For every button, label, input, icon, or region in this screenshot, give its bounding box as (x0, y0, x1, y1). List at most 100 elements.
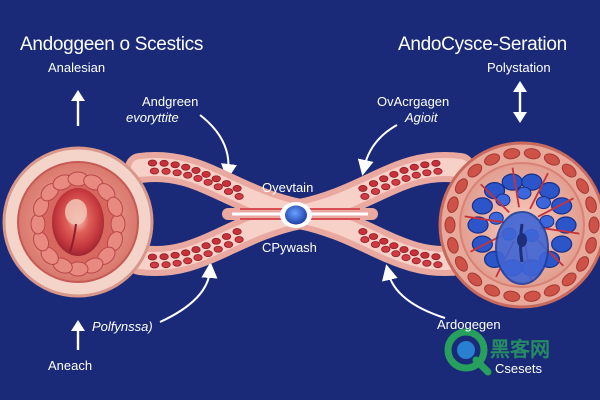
rim-cell (484, 153, 501, 166)
blue-cell (516, 186, 532, 200)
red-blood-cell (181, 163, 191, 171)
blue-cell (555, 216, 577, 234)
red-blood-cell (159, 159, 169, 167)
red-blood-cell (420, 251, 430, 259)
red-blood-cell (234, 193, 244, 200)
rim-cell (444, 216, 456, 234)
red-blood-cell (422, 259, 432, 267)
red-vessel (529, 172, 549, 210)
blue-cell (535, 196, 551, 210)
annotation-center-top: Oyevtain (262, 180, 314, 195)
left-tissue-folds (30, 171, 126, 277)
rim-cell (447, 196, 459, 214)
curved-arrow-lower-right (382, 264, 446, 319)
red-blood-cell (368, 233, 379, 240)
red-blood-cell (433, 167, 443, 175)
red-blood-cells (147, 159, 443, 269)
rim-cell (447, 236, 459, 254)
annotation-lower-left: Polfynssa) (92, 319, 153, 334)
red-blood-cell (409, 163, 419, 171)
rim-cell (467, 163, 483, 178)
red-blood-cell (183, 257, 193, 265)
red-vessel (464, 215, 505, 224)
right-bottom-label: Csesets (495, 361, 542, 376)
red-blood-cell (232, 185, 242, 192)
red-blood-cell (149, 261, 160, 269)
red-blood-cell (360, 236, 370, 243)
rim-cell (484, 284, 501, 297)
red-blood-cell (170, 161, 180, 169)
red-vessel (539, 226, 580, 235)
rim-cell (561, 272, 577, 287)
red-blood-cell (431, 253, 441, 261)
red-blood-cell (183, 171, 193, 179)
rim-cell (523, 148, 541, 160)
red-blood-cell (213, 183, 223, 191)
red-blood-cell (201, 170, 211, 178)
rim-cell (503, 148, 521, 160)
annotation-upper-left-2: evoryttite (126, 110, 179, 125)
red-blood-cell (370, 188, 381, 195)
red-blood-cell (221, 180, 232, 187)
red-blood-cell (147, 159, 158, 167)
curved-arrow-upper-right (357, 124, 398, 176)
red-blood-cell (232, 228, 242, 235)
red-blood-cell (161, 261, 171, 269)
red-blood-cell (172, 259, 182, 267)
red-blood-cell (211, 175, 221, 183)
red-blood-cell (191, 246, 201, 253)
red-blood-cell (381, 183, 391, 191)
annotation-upper-right-1: OvAcrgagen (377, 94, 450, 109)
red-blood-cell (358, 185, 368, 192)
red-blood-cell (221, 233, 232, 240)
curved-arrow-lower-left (159, 262, 218, 323)
red-blood-cell (181, 249, 191, 257)
annotation-upper-left-1: Andgreen (142, 94, 199, 109)
red-blood-cell (389, 170, 399, 178)
red-blood-cell (161, 167, 171, 175)
right-double-arrow (513, 81, 527, 123)
red-blood-cell (223, 188, 234, 195)
left-title: Andoggeen o Scestics (20, 34, 204, 55)
left-bottom-label: Aneach (48, 358, 93, 373)
blue-cell (467, 216, 489, 234)
blue-cell (495, 193, 511, 207)
red-blood-cell (358, 228, 368, 235)
red-blood-cell (431, 159, 441, 167)
left-tissue-section (2, 146, 154, 298)
tissue-fold (106, 196, 123, 217)
tissue-fold (30, 213, 46, 235)
rim-cell (585, 236, 597, 254)
annotation-center-bottom: CPywash (262, 240, 317, 255)
left-up-arrow-bottom (71, 320, 85, 350)
red-blood-cell (391, 250, 401, 258)
red-blood-cell (433, 261, 443, 269)
red-blood-cell (213, 245, 223, 253)
red-blood-cell (389, 242, 399, 250)
red-blood-cell (203, 250, 213, 258)
watermark-logo (444, 328, 492, 376)
rim-cell (576, 178, 590, 194)
red-blood-cell (401, 175, 411, 182)
blue-cell (501, 173, 523, 191)
red-blood-cell (409, 249, 419, 257)
red-blood-cell (234, 236, 244, 243)
blue-cell (471, 197, 493, 215)
left-up-arrow-top (71, 90, 85, 126)
red-blood-cell (379, 175, 389, 183)
annotation-lower-right: Ardogegen (437, 317, 501, 332)
center-node (280, 202, 312, 228)
blue-cell (521, 173, 543, 191)
red-blood-cell (370, 241, 381, 248)
red-blood-cell (411, 257, 421, 265)
red-vessel (537, 197, 574, 218)
rim-cell (543, 284, 560, 297)
blue-cell (551, 235, 573, 253)
right-tissue-rim-cells (444, 148, 600, 302)
red-blood-cell (203, 178, 213, 186)
red-blood-cell (379, 237, 389, 245)
red-blood-cell (149, 167, 160, 175)
red-blood-cell (401, 254, 411, 261)
